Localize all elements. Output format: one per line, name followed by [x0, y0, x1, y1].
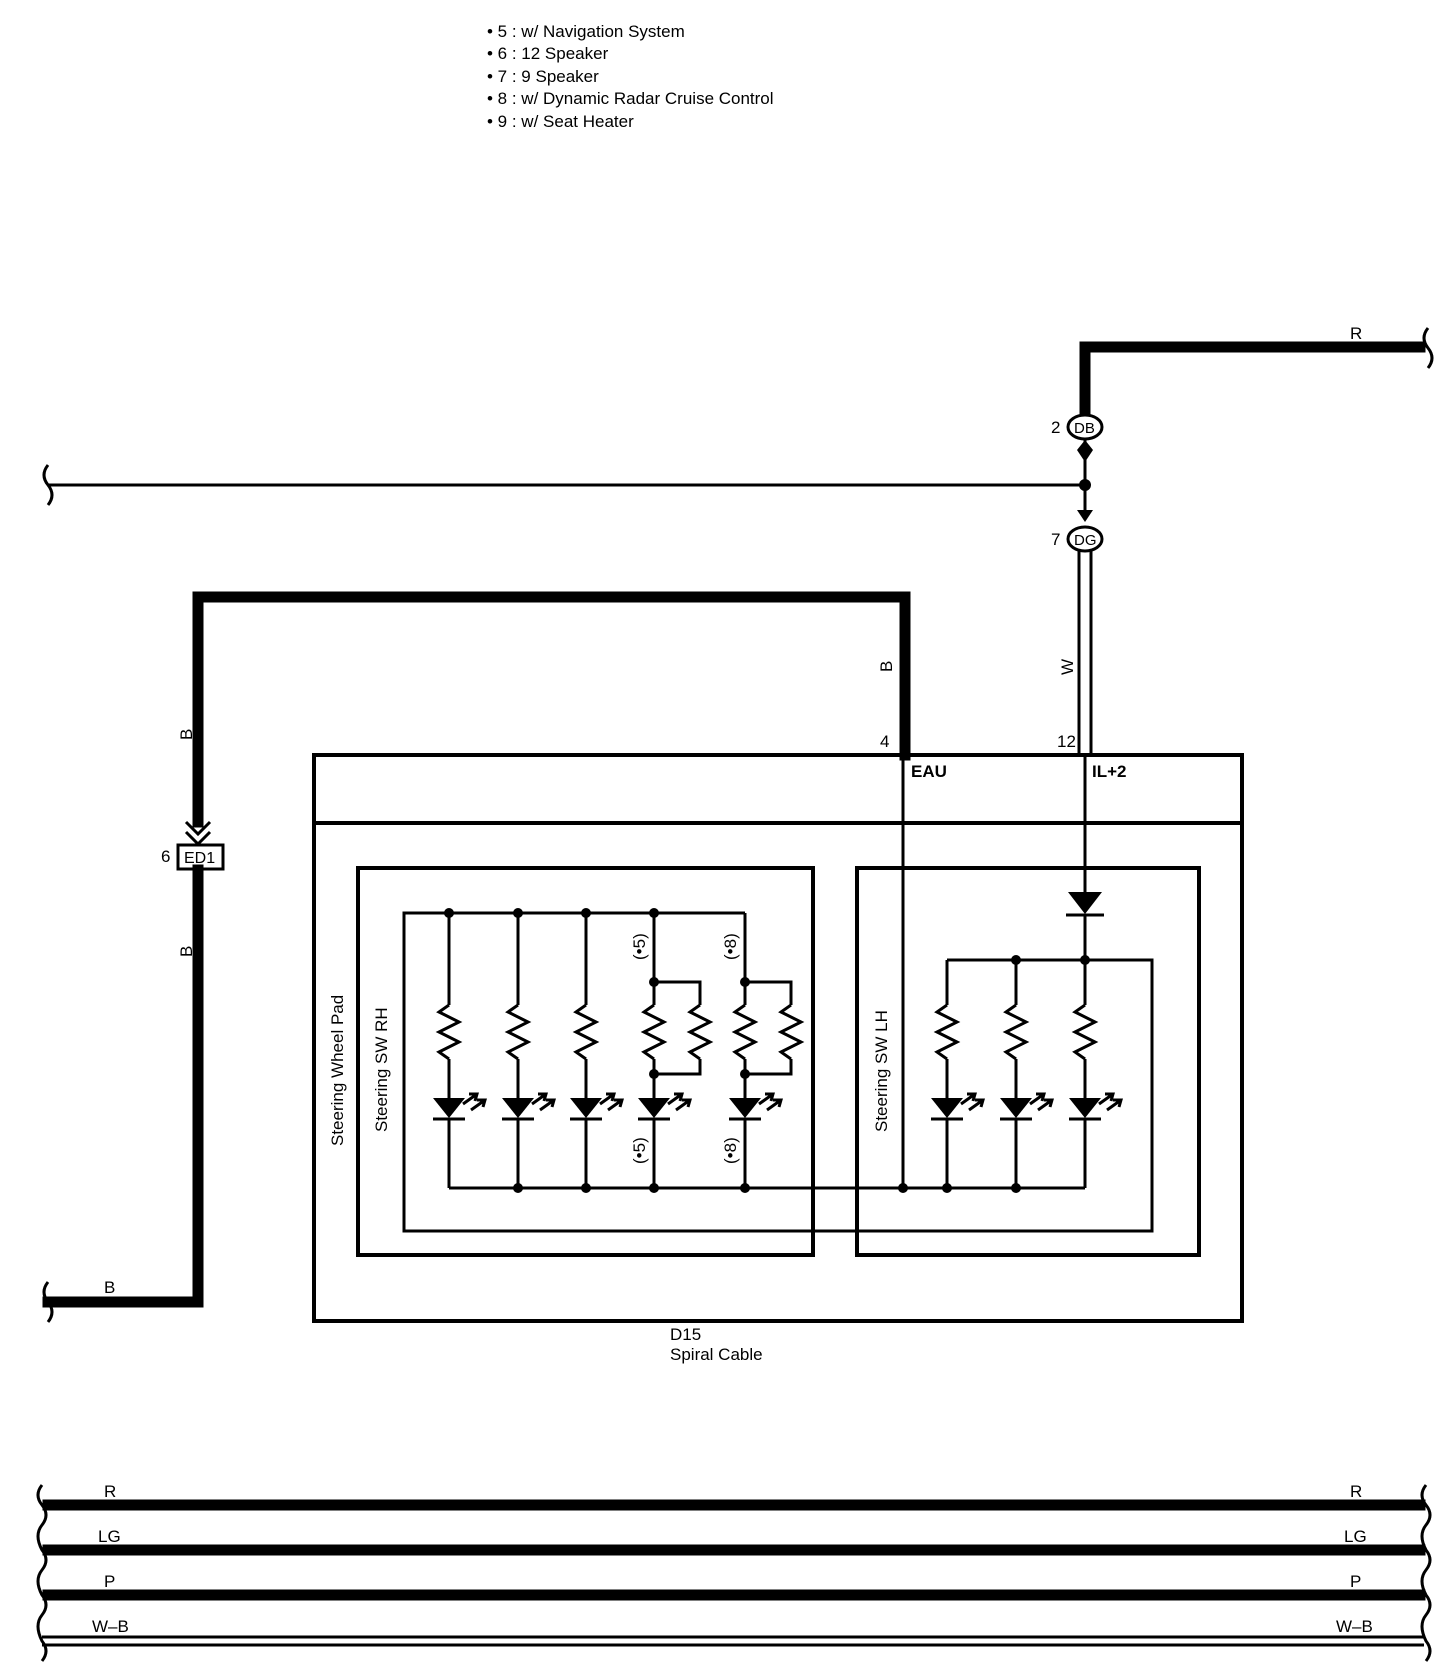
pin-name: IL+2	[1092, 762, 1127, 781]
option-note: (•8)	[721, 933, 740, 960]
wire-color-label: R	[1350, 324, 1362, 343]
option-note: (•5)	[630, 933, 649, 960]
connector-dg: 7 DG	[1051, 525, 1104, 553]
lh-branch	[931, 960, 985, 1188]
option-note: (•8)	[721, 1137, 740, 1164]
rh-branch-parallel	[638, 913, 714, 1188]
connector-pin: 7	[1051, 530, 1060, 549]
bus-label: LG	[1344, 1527, 1367, 1546]
pin-number: 4	[880, 732, 889, 751]
wire-break-icon	[36, 1484, 48, 1662]
spiral-cable: 4 12 EAU IL+2 D15 Spiral Cable Steering …	[312, 732, 1244, 1364]
component-code: D15	[670, 1325, 701, 1344]
connector-label: DB	[1074, 420, 1095, 437]
wire-color-label: B	[104, 1278, 115, 1297]
legend-item: • 5 : w/ Navigation System	[487, 22, 685, 41]
steering-sw-rh-label: Steering SW RH	[372, 1007, 391, 1132]
wire-color-label: B	[877, 661, 896, 672]
wire-b-ground-out: B B	[42, 864, 204, 1323]
steering-wheel-pad-label: Steering Wheel Pad	[328, 995, 347, 1146]
wire-break-icon	[1422, 327, 1434, 369]
junction-dot	[1079, 479, 1091, 491]
pin-name: EAU	[911, 762, 947, 781]
wire-break-icon	[42, 464, 54, 506]
connector-label: ED1	[184, 850, 215, 867]
steering-sw-lh-label: Steering SW LH	[872, 1010, 891, 1132]
wire-break-icon	[42, 1281, 54, 1323]
connector-db: 2 DB	[1051, 413, 1104, 462]
legend-item: • 7 : 9 Speaker	[487, 67, 599, 86]
bus-label: W–B	[1336, 1617, 1373, 1636]
diode-icon	[1068, 892, 1102, 914]
legend-item: • 8 : w/ Dynamic Radar Cruise Control	[487, 89, 774, 108]
connector-ed1: 6 ED1	[161, 843, 225, 871]
lh-branch	[1069, 960, 1123, 1188]
bus-label: W–B	[92, 1617, 129, 1636]
wire-r-top: R	[1079, 324, 1434, 426]
bus-label: R	[1350, 1482, 1362, 1501]
rh-branch	[502, 913, 556, 1188]
legend: • 5 : w/ Navigation System • 6 : 12 Spea…	[487, 22, 774, 131]
rh-branch	[570, 913, 624, 1188]
wire-break-icon	[1420, 1484, 1432, 1662]
bus-label: LG	[98, 1527, 121, 1546]
rh-branch-parallel	[729, 913, 805, 1188]
wire-b-ground: B B	[177, 591, 911, 847]
wire-left-long	[42, 440, 1093, 522]
pin-number: 12	[1057, 732, 1076, 751]
bus: R LG P W–B R LG P W–B	[36, 1482, 1432, 1662]
legend-item: • 6 : 12 Speaker	[487, 44, 609, 63]
wire-color-label: W	[1058, 659, 1077, 675]
lh-branch	[1000, 960, 1054, 1188]
bus-label: P	[104, 1572, 115, 1591]
rh-branch	[433, 913, 487, 1188]
bus-label: P	[1350, 1572, 1361, 1591]
connector-pin: 2	[1051, 418, 1060, 437]
bus-label: R	[104, 1482, 116, 1501]
wire-color-label: B	[177, 946, 196, 957]
connector-arrow-icon	[1077, 510, 1093, 522]
component-name: Spiral Cable	[670, 1345, 763, 1364]
connector-pin: 6	[161, 847, 170, 866]
wire-w: W	[1058, 551, 1093, 755]
wire-color-label: B	[177, 729, 196, 740]
legend-item: • 9 : w/ Seat Heater	[487, 112, 634, 131]
junction-dots	[444, 908, 1090, 1193]
option-note: (•5)	[630, 1137, 649, 1164]
connector-label: DG	[1074, 532, 1097, 549]
